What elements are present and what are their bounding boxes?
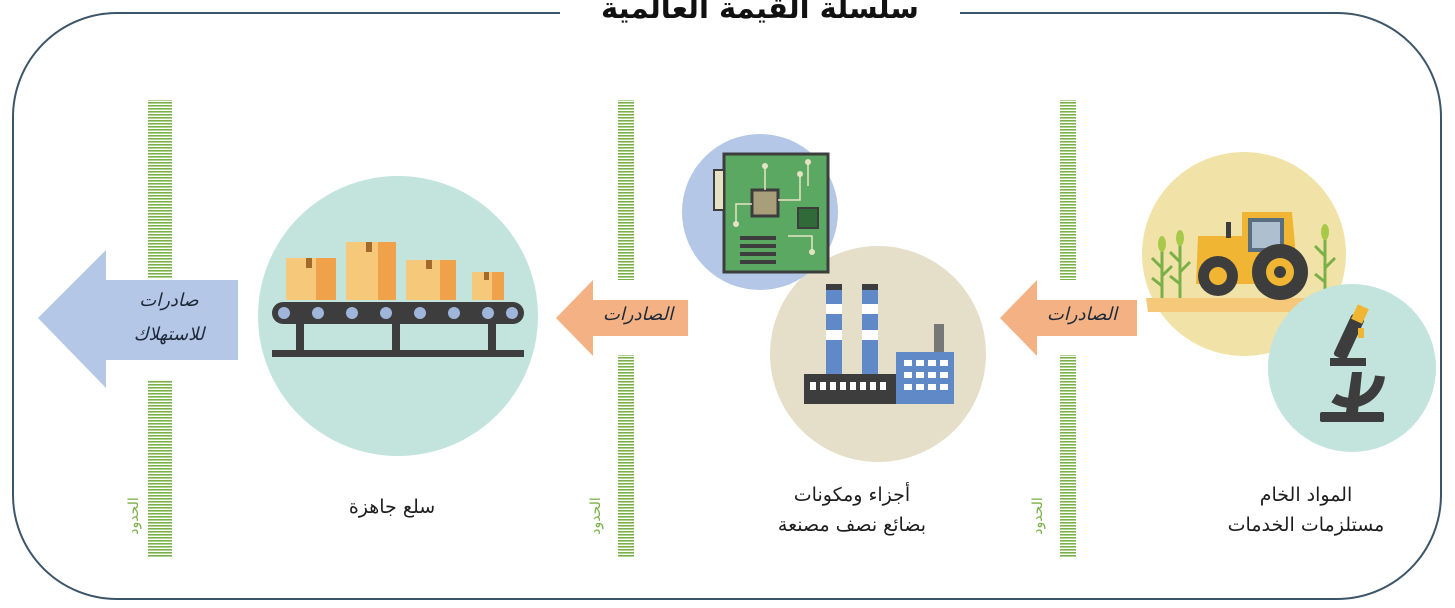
export-arrow-1: [1000, 280, 1137, 356]
stage-components-label: أجزاء ومكونات بضائع نصف مصنعة: [722, 480, 982, 540]
export-arrow-2: [556, 280, 688, 356]
consumption-arrow-label-line2: للاستهلاك: [133, 324, 205, 345]
border-label-2: الحدود: [588, 497, 604, 535]
diagram-title: سلسلة القيمة العالمية: [601, 0, 919, 25]
microscope-icon: [1320, 304, 1385, 422]
border-label-3: الحدود: [1030, 497, 1046, 535]
factory-icon: [804, 284, 954, 404]
export-arrow-2-label: الصادرات: [602, 304, 674, 325]
consumption-arrow-label-line1: صادرات: [139, 290, 199, 311]
tractor-icon: [1150, 212, 1337, 300]
stage-raw-materials-graphic: [1142, 152, 1436, 452]
stage-components-graphic: [682, 134, 986, 462]
stage-components-line2: بضائع نصف مصنعة: [777, 514, 927, 536]
export-arrow-1-label: الصادرات: [1046, 304, 1118, 325]
border-line-1: [148, 100, 172, 558]
circuit-board-icon: [713, 152, 830, 274]
stage-finished-goods-label: سلع جاهزة: [262, 492, 522, 522]
title-background: سلسلة القيمة العالمية: [560, 0, 960, 28]
conveyor-belt-icon: [272, 242, 524, 357]
stage-components-line1: أجزاء ومكونات: [793, 484, 911, 506]
border-label-1: الحدود: [126, 497, 142, 535]
stage-raw-materials-line1: المواد الخام: [1259, 484, 1353, 506]
border-line-2: [618, 100, 634, 558]
consumption-arrow: [38, 250, 238, 388]
stage-finished-goods-line1: سلع جاهزة: [348, 496, 436, 518]
stage-finished-goods-graphic: [258, 176, 538, 456]
border-line-3: [1060, 100, 1076, 558]
stage-raw-materials-label: المواد الخام مستلزمات الخدمات: [1176, 480, 1436, 540]
stage-raw-materials-line2: مستلزمات الخدمات: [1227, 514, 1385, 536]
